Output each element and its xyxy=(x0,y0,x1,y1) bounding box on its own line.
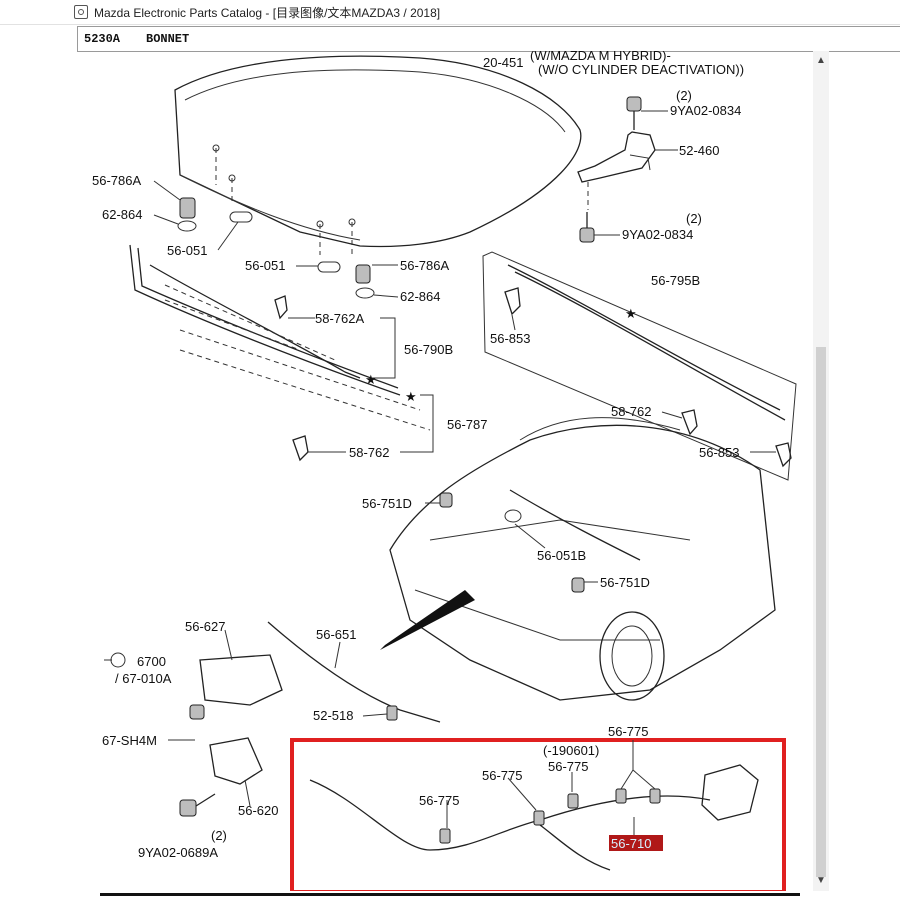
part-label-56-051b[interactable]: 56-051B xyxy=(537,548,586,563)
part-label-58-762a[interactable]: 58-762A xyxy=(315,311,364,326)
part-label-56-775[interactable]: 56-775 xyxy=(482,768,522,783)
star-icon: ★ ★ ★ xyxy=(365,306,637,404)
vehicle-body xyxy=(380,417,776,701)
section-code: 5230A xyxy=(84,32,121,46)
parts-diagram: ★ ★ ★ 20-451 (W/MAZDA M HYBRID)- (W/O CY… xyxy=(77,51,813,891)
seal-strips xyxy=(129,244,431,462)
selected-part-highlight xyxy=(609,835,663,851)
part-label-56-795b[interactable]: 56-795B xyxy=(651,273,700,288)
seal-group-box xyxy=(482,251,797,481)
part-label-67-sh4m[interactable]: 67-SH4M xyxy=(102,733,157,748)
part-label-56-786a[interactable]: 56-786A xyxy=(92,173,141,188)
part-label-56-775[interactable]: 56-775 xyxy=(608,724,648,739)
qty-label[interactable]: (2) xyxy=(676,88,692,103)
window-title: Mazda Electronic Parts Catalog - [目录图像/文… xyxy=(94,5,441,20)
section-header: 5230A BONNET xyxy=(77,26,900,52)
bonnet-panel xyxy=(174,55,582,248)
note-line-1: 20-451 xyxy=(483,55,523,70)
note-line-3: (W/O CYLINDER DEACTIVATION)) xyxy=(538,62,744,77)
latch-assembly xyxy=(104,621,441,817)
part-label-190601[interactable]: (-190601) xyxy=(543,743,599,758)
part-label-52-518[interactable]: 52-518 xyxy=(313,708,353,723)
parts-diagram-svg: ★ ★ ★ 20-451 (W/MAZDA M HYBRID)- (W/O CY… xyxy=(92,51,797,891)
app-icon xyxy=(74,5,88,19)
svg-text:★: ★ xyxy=(625,306,637,321)
part-label-62-864[interactable]: 62-864 xyxy=(400,289,440,304)
bumper-stopper-left xyxy=(177,197,375,299)
hinge-assembly xyxy=(577,96,656,243)
part-label-9ya02-0689a[interactable]: 9YA02-0689A xyxy=(138,845,218,860)
scroll-thumb[interactable] xyxy=(816,347,826,877)
leader-lines xyxy=(153,110,776,836)
part-label-56-751d[interactable]: 56-751D xyxy=(362,496,412,511)
bottom-divider xyxy=(100,893,800,896)
part-label-56-051[interactable]: 56-051 xyxy=(245,258,285,273)
qty-label[interactable]: (2) xyxy=(686,211,702,226)
part-label-56-051[interactable]: 56-051 xyxy=(167,243,207,258)
part-label-56-710[interactable]: 56-710 xyxy=(611,836,651,851)
title-bar: Mazda Electronic Parts Catalog - [目录图像/文… xyxy=(0,0,900,25)
release-cable-group xyxy=(290,738,786,891)
svg-text:★: ★ xyxy=(365,372,377,387)
hood-dashed-leaders xyxy=(212,144,356,258)
part-label-52-460[interactable]: 52-460 xyxy=(679,143,719,158)
part-label-56-775[interactable]: 56-775 xyxy=(548,759,588,774)
part-label-56-651[interactable]: 56-651 xyxy=(316,627,356,642)
part-label-9ya02-0834[interactable]: 9YA02-0834 xyxy=(670,103,741,118)
part-label-6700[interactable]: 6700 xyxy=(137,654,166,669)
part-label-62-864[interactable]: 62-864 xyxy=(102,207,142,222)
scroll-up-arrow-icon[interactable]: ▲ xyxy=(816,55,826,66)
part-label-56-790b[interactable]: 56-790B xyxy=(404,342,453,357)
part-label-58-762[interactable]: 58-762 xyxy=(349,445,389,460)
note-line-2: (W/MAZDA M HYBRID)- xyxy=(530,51,671,63)
scroll-down-arrow-icon[interactable]: ▼ xyxy=(816,875,826,886)
part-label-9ya02-0834[interactable]: 9YA02-0834 xyxy=(622,227,693,242)
part-label-56-787[interactable]: 56-787 xyxy=(447,417,487,432)
part-label-56-786a[interactable]: 56-786A xyxy=(400,258,449,273)
part-label-56-775[interactable]: 56-775 xyxy=(419,793,459,808)
part-label-56-751d[interactable]: 56-751D xyxy=(600,575,650,590)
part-label-56-853[interactable]: 56-853 xyxy=(490,331,530,346)
part-label-56-627[interactable]: 56-627 xyxy=(185,619,225,634)
section-name: BONNET xyxy=(146,32,190,46)
part-label-58-762[interactable]: 58-762 xyxy=(611,404,651,419)
part-label-56-853[interactable]: 56-853 xyxy=(699,445,739,460)
svg-text:★: ★ xyxy=(405,389,417,404)
part-label-56-620[interactable]: 56-620 xyxy=(238,803,278,818)
part-label-67-010a[interactable]: / 67-010A xyxy=(115,671,172,686)
qty-label[interactable]: (2) xyxy=(211,828,227,843)
vertical-scrollbar[interactable]: ▲ ▼ xyxy=(813,51,829,891)
